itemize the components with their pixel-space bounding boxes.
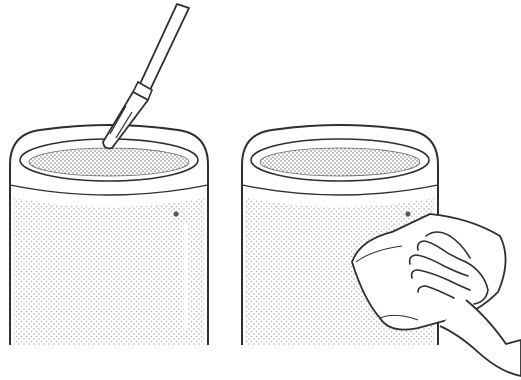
speaker-left <box>10 125 208 345</box>
